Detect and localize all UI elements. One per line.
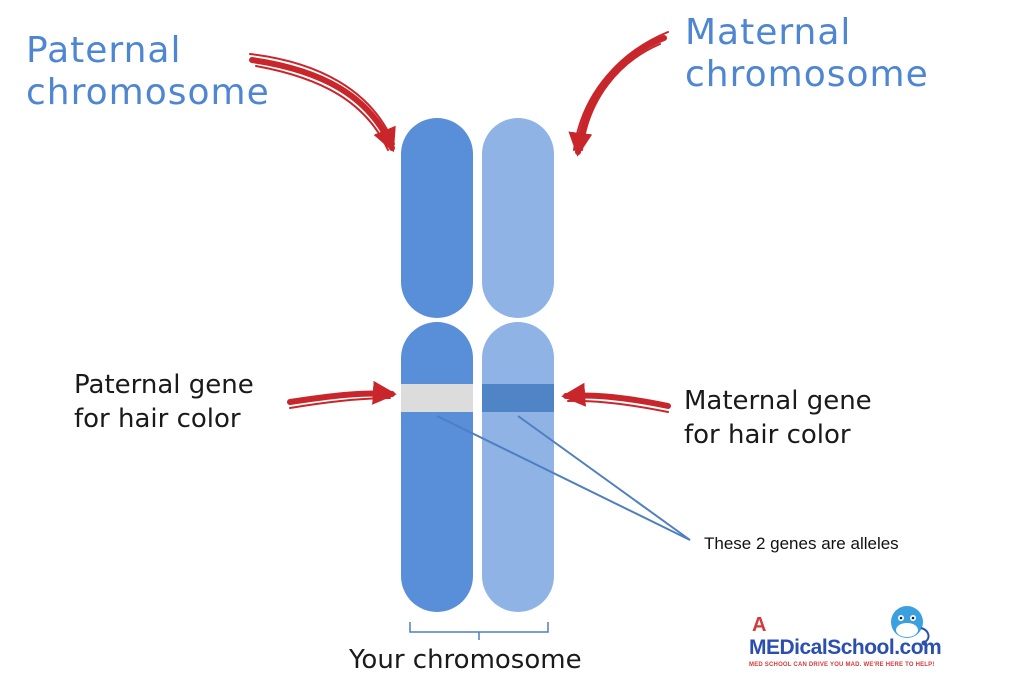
allele-pointer-line-paternal <box>436 415 691 541</box>
arrow-maternal-gene <box>561 382 671 413</box>
maternal-gene-label: Maternal gene for hair color <box>684 386 872 450</box>
arrow-maternal-chromosome <box>568 31 669 157</box>
maternal-chromatid-upper-arm <box>482 118 554 318</box>
alleles-note: These 2 genes are alleles <box>704 534 899 553</box>
your-chromosome-label: Your chromosome <box>349 645 582 675</box>
logo-wordmark: MEDicalSchool.com <box>749 636 942 659</box>
arrow-paternal-gene <box>287 380 397 409</box>
paternal-chromatid-lower-arm <box>401 322 473 612</box>
maternal-gene-band <box>482 384 554 412</box>
mascot-icon <box>891 606 930 646</box>
paternal-chromatid-upper-arm <box>401 118 473 318</box>
chromosome-bracket <box>409 622 549 640</box>
arrow-paternal-chromosome <box>249 53 396 153</box>
paternal-chromosome-label: Paternal chromosome <box>26 30 270 113</box>
paternal-gene-band <box>401 384 473 412</box>
maternal-chromosome-label: Maternal chromosome <box>685 12 929 95</box>
paternal-gene-label: Paternal gene for hair color <box>74 370 254 434</box>
medicalschool-logo: A MEDicalSchool.com MED SCHOOL CAN DRIVE… <box>745 606 945 676</box>
logo-tagline: MED SCHOOL CAN DRIVE YOU MAD. WE'RE HERE… <box>749 662 935 668</box>
logo-correction-letter: A <box>752 614 767 636</box>
allele-pointer-line-maternal <box>517 415 691 541</box>
